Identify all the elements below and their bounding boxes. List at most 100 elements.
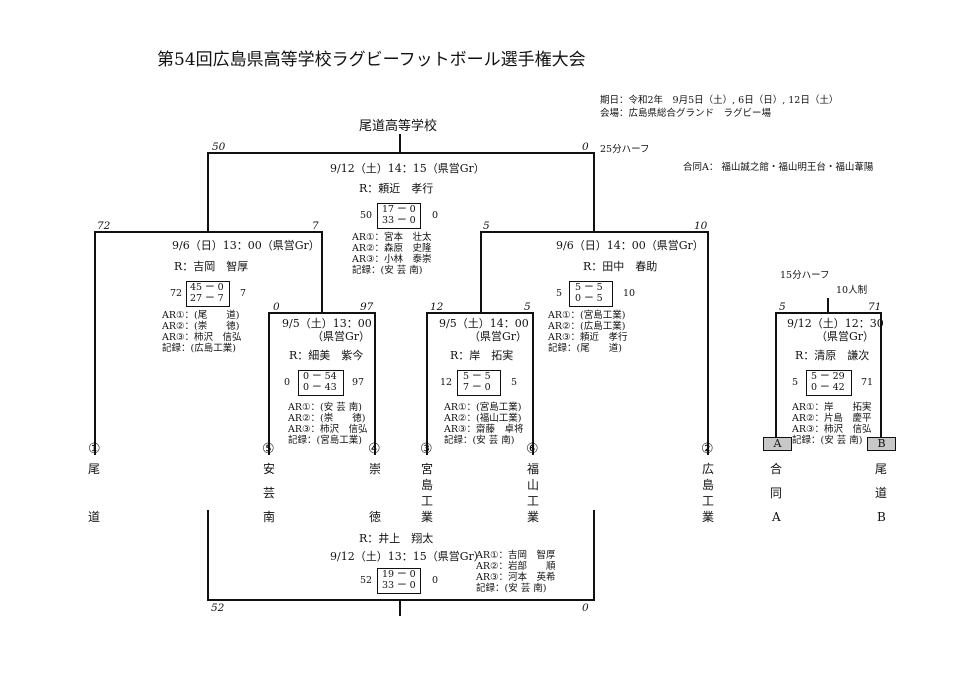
champion-name: 尾道高等学校 bbox=[359, 119, 438, 134]
team-a-tag: A bbox=[763, 437, 792, 451]
q2-record: 記録：(安 芸 南) bbox=[444, 435, 515, 446]
q1-datetime: 9/5（土）13：00 bbox=[282, 317, 372, 330]
q3-total-left: 5 bbox=[792, 377, 799, 388]
team3-char1: 宮 bbox=[421, 462, 434, 476]
team2-seed: ② bbox=[701, 441, 714, 457]
q3-bar bbox=[775, 312, 882, 314]
team2-char2: 島 bbox=[702, 478, 715, 492]
q2-ar2: AR②：(福山工業) bbox=[444, 413, 522, 424]
team4-char3: 徳 bbox=[369, 510, 382, 524]
q1-score-box bbox=[298, 370, 344, 396]
semi1-score-box bbox=[186, 281, 230, 307]
final-score-right: 0 bbox=[582, 141, 589, 153]
q2-score-box bbox=[457, 370, 501, 396]
third-ar2: AR②：岩部 順 bbox=[476, 561, 556, 572]
semi2-ar2: AR②：(広島工業) bbox=[548, 321, 626, 332]
final-score-left: 50 bbox=[212, 141, 226, 153]
third-ar1: AR①：吉岡 智厚 bbox=[476, 550, 556, 561]
semi2-total-right: 10 bbox=[623, 288, 636, 299]
team6-seed: ⑥ bbox=[526, 441, 539, 457]
q1-right-leg bbox=[374, 312, 376, 455]
semi2-right-leg bbox=[707, 231, 709, 455]
team3-char4: 業 bbox=[421, 510, 434, 524]
q3-right-leg bbox=[880, 312, 882, 438]
team5-char1: 安 bbox=[263, 462, 276, 476]
team1-seed: ① bbox=[88, 441, 101, 457]
semi1-ar1: AR①：(尾 道) bbox=[162, 310, 240, 321]
q2-score-right: 5 bbox=[524, 301, 531, 313]
event-dates: 期日：令和2年 9月5日（土）, 6日（日）, 12日（土） bbox=[600, 95, 839, 106]
semi2-bar bbox=[480, 231, 709, 233]
final-score-box bbox=[377, 203, 421, 229]
joint-team-note: 合同A： 福山誠之館・福山明王台・福山葦陽 bbox=[683, 162, 874, 173]
q1-ar3: AR③：柿沢 信弘 bbox=[288, 424, 368, 435]
q2-left-leg bbox=[426, 312, 428, 455]
q1-referee: R：細美 紫今 bbox=[289, 349, 364, 362]
semi1-score-left: 72 bbox=[97, 220, 111, 232]
third-bar bbox=[207, 599, 595, 601]
semi2-referee: R：田中 春助 bbox=[583, 260, 658, 273]
q3-ar2: AR②：片島 慶平 bbox=[792, 413, 872, 424]
q3-referee: R：清原 謙次 bbox=[795, 349, 870, 362]
third-datetime: 9/12（土）13：15（県営Gr） bbox=[330, 550, 485, 563]
q2-ar3: AR③：齋藤 卓将 bbox=[444, 424, 524, 435]
team2-char3: 工 bbox=[702, 494, 715, 508]
semi1-total-left: 72 bbox=[170, 288, 183, 299]
q2-right-leg bbox=[532, 312, 534, 455]
semi1-total-right: 7 bbox=[240, 288, 247, 299]
final-ar2: AR②：森原 史隆 bbox=[352, 243, 432, 254]
third-total-left: 52 bbox=[360, 575, 373, 586]
third-stem bbox=[399, 600, 401, 616]
team2-char4: 業 bbox=[702, 510, 715, 524]
team5-seed: ⑤ bbox=[262, 441, 275, 457]
final-half1: 17 ー 0 bbox=[382, 204, 416, 215]
semi1-half1: 45 ー 0 bbox=[190, 282, 224, 293]
team6-char1: 福 bbox=[527, 462, 540, 476]
team6-char3: 工 bbox=[527, 494, 540, 508]
q3-ar1: AR①：岸 拓実 bbox=[792, 402, 872, 413]
third-left-leg bbox=[207, 510, 209, 601]
team3-char3: 工 bbox=[421, 494, 434, 508]
final-bar bbox=[207, 152, 595, 154]
q3-left-leg bbox=[775, 312, 777, 438]
page-title: 第54回広島県高等学校ラグビーフットボール選手権大会 bbox=[157, 50, 586, 70]
q3-venue: （県営Gr） bbox=[816, 330, 875, 343]
semi2-left-leg bbox=[480, 231, 482, 313]
semi1-half2: 27 ー 7 bbox=[190, 293, 224, 304]
final-total-left: 50 bbox=[360, 210, 373, 221]
q1-total-left: 0 bbox=[284, 377, 291, 388]
semi2-datetime: 9/6（日）14：00（県営Gr） bbox=[556, 239, 704, 252]
semi2-total-left: 5 bbox=[556, 288, 563, 299]
q3-score-right: 71 bbox=[868, 301, 882, 313]
team1-char3: 道 bbox=[88, 510, 101, 524]
third-ar3: AR③：河本 英希 bbox=[476, 572, 556, 583]
q1-ar2: AR②：(崇 徳) bbox=[288, 413, 366, 424]
q1-record: 記録：(宮島工業) bbox=[288, 435, 362, 446]
team2-char1: 広 bbox=[702, 462, 715, 476]
semi1-score-right: 7 bbox=[312, 220, 319, 232]
team6-char2: 山 bbox=[527, 478, 540, 492]
team-a-char1: 合 bbox=[770, 462, 783, 476]
q2-score-left: 12 bbox=[430, 301, 444, 313]
third-score-right: 0 bbox=[582, 602, 589, 614]
q2-half1: 5 ー 5 bbox=[463, 371, 491, 382]
q2-total-left: 12 bbox=[440, 377, 453, 388]
third-total-right: 0 bbox=[432, 575, 439, 586]
team3-seed: ③ bbox=[420, 441, 433, 457]
q3-record: 記録：(安 芸 南) bbox=[792, 435, 863, 446]
final-record: 記録：(安 芸 南) bbox=[352, 265, 423, 276]
final-right-leg bbox=[593, 152, 595, 232]
q2-datetime: 9/5（土）14：00 bbox=[439, 317, 529, 330]
q3-stem bbox=[827, 298, 829, 313]
q2-total-right: 5 bbox=[511, 377, 518, 388]
team-b-tag: B bbox=[867, 437, 896, 451]
champion-stem bbox=[399, 134, 401, 153]
final-total-right: 0 bbox=[432, 210, 439, 221]
semi1-left-leg bbox=[94, 231, 96, 455]
final-left-leg bbox=[207, 152, 209, 232]
team5-char2: 芸 bbox=[263, 486, 276, 500]
q1-total-right: 97 bbox=[352, 377, 365, 388]
team6-char4: 業 bbox=[527, 510, 540, 524]
q1-venue: （県営Gr） bbox=[312, 330, 371, 343]
q1-score-left: 0 bbox=[273, 301, 280, 313]
